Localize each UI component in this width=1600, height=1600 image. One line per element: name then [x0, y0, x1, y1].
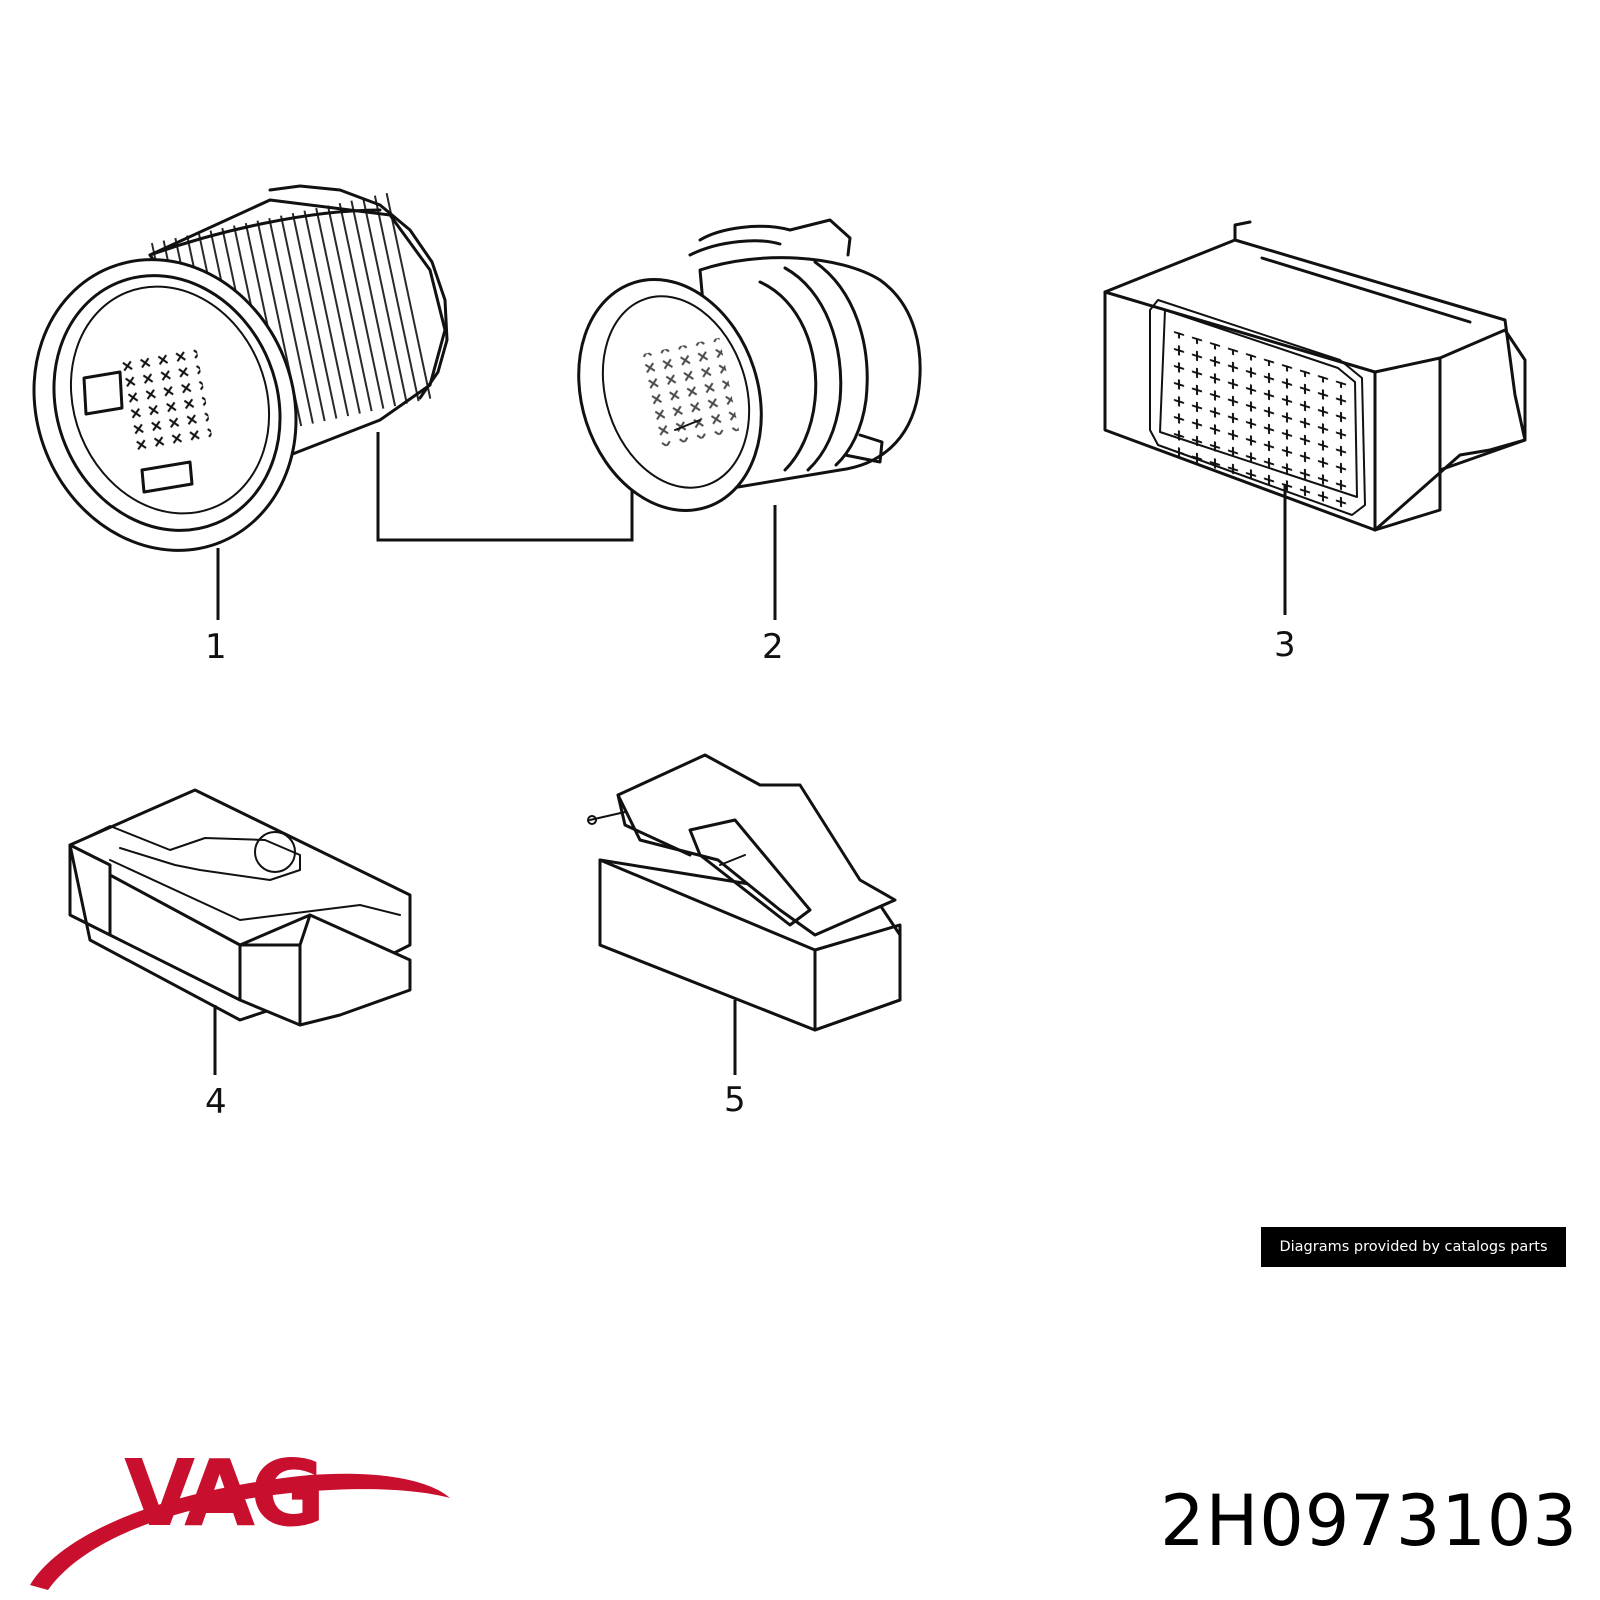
part-3-rectangular-connector	[1103, 220, 1527, 532]
callout-5: 5	[724, 1080, 746, 1120]
callout-1: 1	[205, 627, 227, 667]
part-number: 2H0973103	[1160, 1480, 1578, 1562]
callout-3: 3	[1274, 625, 1296, 665]
vag-logo	[30, 1473, 450, 1590]
part-5-latch-connector	[587, 753, 902, 1032]
callout-4: 4	[205, 1082, 227, 1122]
callout-2: 2	[762, 627, 784, 667]
part-4-lever-connector	[68, 788, 412, 1027]
credit-label: Diagrams provided by catalogs parts	[1261, 1227, 1566, 1267]
part-1-round-connector	[32, 184, 634, 552]
brand-logo-text: VAG	[124, 1440, 326, 1547]
part-2-round-plug	[577, 218, 922, 512]
